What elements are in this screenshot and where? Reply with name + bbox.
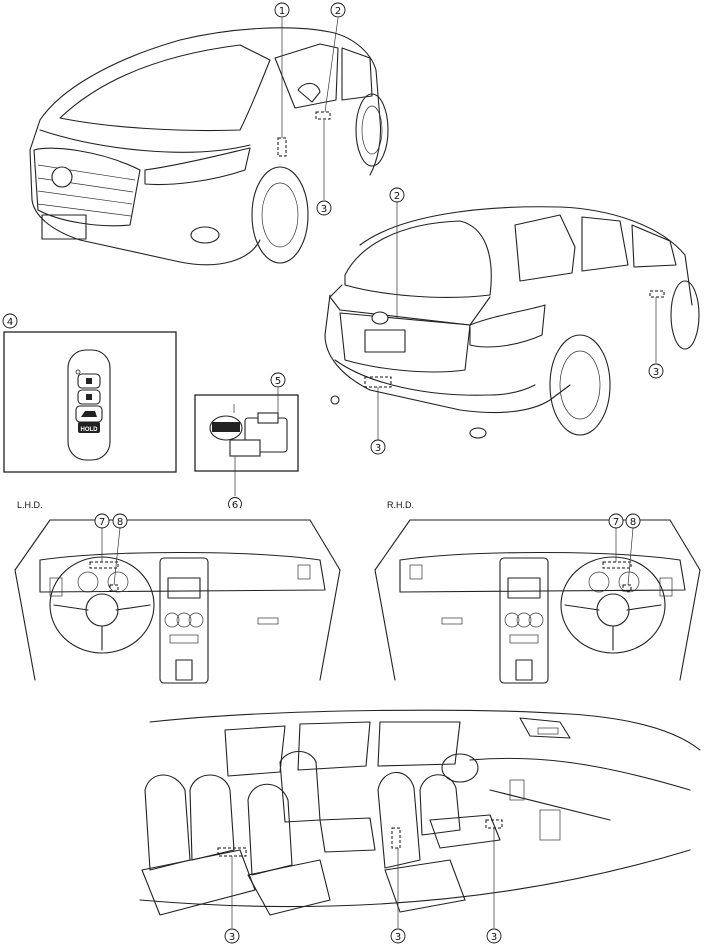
- callout-8-rhd: 8: [625, 513, 641, 529]
- callout-8-lhd: 8: [112, 513, 128, 529]
- callout-3-rear-bumper: 3: [370, 439, 386, 455]
- callout-6: 6: [228, 497, 242, 508]
- callout-3-interior-front: 3: [486, 928, 502, 944]
- svg-text:3: 3: [395, 932, 401, 943]
- callout-2-rear: 2: [389, 187, 405, 203]
- svg-text:4: 4: [7, 317, 13, 328]
- callout-5: 5: [270, 372, 286, 388]
- svg-text:2: 2: [394, 191, 400, 202]
- smart-key-panel: 4 HOLD: [0, 312, 180, 477]
- callout-7-lhd: 7: [94, 513, 110, 529]
- callout-3: 3: [316, 200, 332, 216]
- lhd-label: L.H.D.: [17, 500, 43, 510]
- ignition-switch-panel: 5 6: [190, 368, 310, 508]
- callout-7-rhd: 7: [608, 513, 624, 529]
- svg-text:3: 3: [491, 932, 497, 943]
- smart-key-icon: HOLD: [67, 349, 111, 461]
- callout-1: 1: [274, 2, 290, 18]
- svg-text:3: 3: [229, 932, 235, 943]
- svg-text:1: 1: [279, 6, 285, 17]
- rhd-label: R.H.D.: [387, 500, 414, 510]
- interior-cabin-illustration: 3 3 3: [130, 700, 705, 946]
- svg-text:2: 2: [335, 6, 341, 17]
- dashboard-rhd-illustration: 7 8: [370, 510, 705, 695]
- svg-text:8: 8: [630, 517, 636, 528]
- callout-3-interior-rear: 3: [224, 928, 240, 944]
- rear-vehicle-illustration: 2 3 3: [320, 185, 705, 460]
- svg-text:7: 7: [99, 517, 105, 528]
- svg-text:3: 3: [653, 367, 659, 378]
- callout-4: 4: [2, 313, 18, 329]
- svg-text:6: 6: [232, 500, 238, 508]
- callout-3-interior-middle: 3: [390, 928, 406, 944]
- dashboard-lhd-illustration: 7 8: [10, 510, 345, 695]
- svg-text:3: 3: [321, 204, 327, 215]
- svg-text:3: 3: [375, 443, 381, 454]
- svg-text:7: 7: [613, 517, 619, 528]
- callout-2: 2: [330, 2, 346, 18]
- callout-3-rear-right: 3: [648, 363, 664, 379]
- svg-text:5: 5: [275, 376, 281, 387]
- svg-text:HOLD: HOLD: [81, 427, 99, 433]
- ignition-switch-icon: [209, 404, 288, 457]
- front-vehicle-illustration: 1 2 3: [20, 0, 400, 280]
- svg-text:8: 8: [117, 517, 123, 528]
